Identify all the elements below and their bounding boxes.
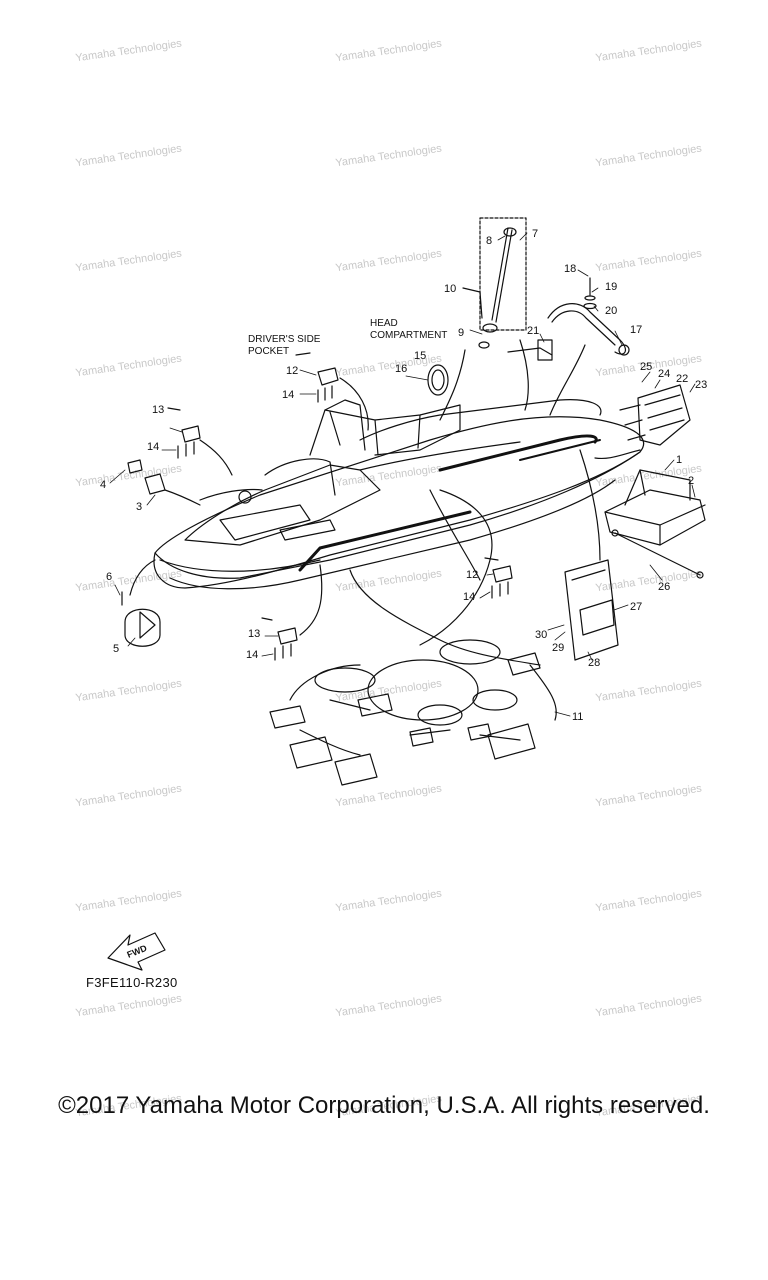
speaker [427, 364, 449, 396]
callout-17: 17 [630, 324, 642, 336]
callout-13-bow: 13 [152, 404, 164, 416]
callout-25: 25 [640, 361, 652, 373]
callout-8: 8 [486, 235, 492, 247]
callout-16: 16 [395, 363, 407, 375]
copyright-notice: ©2017 Yamaha Motor Corporation, U.S.A. A… [58, 1092, 710, 1119]
boat-hull [153, 416, 645, 590]
callout-15: 15 [414, 350, 426, 362]
callout-1: 1 [676, 454, 682, 466]
callout-21: 21 [527, 325, 539, 337]
callout-leaders [109, 232, 696, 717]
callout-20: 20 [605, 305, 617, 317]
leader-arrows [129, 339, 641, 636]
drivers-side-pocket-label: DRIVER'S SIDE [248, 334, 321, 345]
wire-harness [289, 489, 557, 756]
boat-deck [184, 399, 602, 546]
switch-panel [619, 384, 691, 446]
callout-28: 28 [588, 657, 600, 669]
callout-29: 29 [552, 642, 564, 654]
antenna-assembly [462, 217, 527, 349]
callout-3: 3 [136, 501, 142, 513]
callout-30: 30 [535, 629, 547, 641]
head-compartment-label-2: COMPARTMENT [370, 330, 447, 341]
callout-4: 4 [100, 479, 106, 491]
callout-12-pocket: 12 [286, 365, 298, 377]
callout-6: 6 [106, 571, 112, 583]
screws [177, 385, 509, 661]
callout-9: 9 [458, 327, 464, 339]
callout-10: 10 [444, 283, 456, 295]
callout-24: 24 [658, 368, 670, 380]
callout-numbers: 1 2 3 4 5 6 7 8 9 10 11 12 12 13 13 14 1… [100, 228, 707, 723]
callout-19: 19 [605, 281, 617, 293]
harness-connectors [269, 652, 541, 786]
callout-14-hull: 14 [463, 591, 475, 603]
cable [611, 529, 704, 579]
control-module [564, 559, 619, 661]
drivers-side-pocket-label-2: POCKET [248, 346, 289, 357]
bracket-assembly [507, 277, 630, 361]
windshield [309, 399, 461, 456]
callout-11: 11 [572, 711, 583, 723]
callout-14-side: 14 [246, 649, 258, 661]
callout-23: 23 [695, 379, 707, 391]
callout-13-hull: 13 [248, 628, 260, 640]
callout-12-hull: 12 [466, 569, 478, 581]
fwd-arrow-icon [107, 932, 166, 971]
diagram-code: F3FE110-R230 [86, 975, 178, 990]
callout-22: 22 [676, 373, 688, 385]
head-compartment-label: HEAD [370, 318, 398, 329]
navigation-light [121, 591, 161, 647]
callout-14-pocket: 14 [282, 389, 294, 401]
callout-27: 27 [630, 601, 642, 613]
callout-7: 7 [532, 228, 538, 240]
callout-26: 26 [658, 581, 670, 593]
callout-5: 5 [113, 643, 119, 655]
callout-14-bow: 14 [147, 441, 159, 453]
callout-18: 18 [564, 263, 576, 275]
battery-tray [604, 469, 706, 546]
callout-2: 2 [688, 475, 694, 487]
